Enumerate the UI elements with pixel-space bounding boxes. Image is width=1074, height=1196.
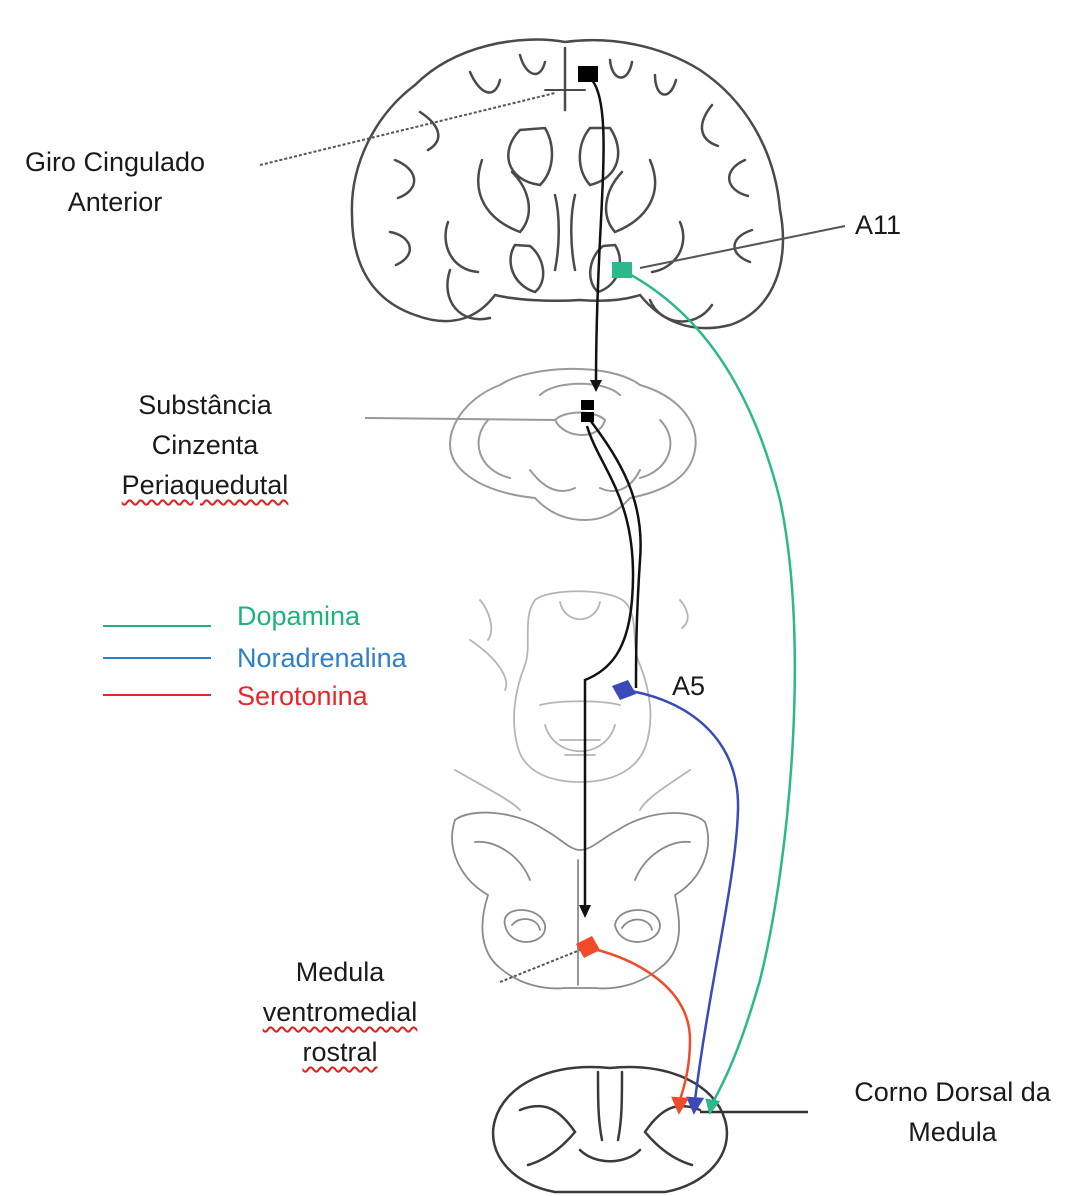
descending-arrowheads bbox=[579, 380, 602, 918]
a11-marker bbox=[612, 262, 632, 278]
label-pag-line2: Cinzenta bbox=[100, 425, 310, 465]
legend-line-dopamine bbox=[103, 625, 211, 627]
label-dorsal-horn: Corno Dorsal da Medula bbox=[835, 1072, 1070, 1152]
label-rvm: Medula ventromedial rostral bbox=[230, 952, 450, 1072]
acc-marker bbox=[578, 66, 598, 82]
legend-label-dopamine: Dopamina bbox=[237, 598, 360, 634]
label-anterior-cingulate-line1: Giro Cingulado bbox=[5, 142, 225, 182]
label-pag-line3: Periaquedutal bbox=[122, 470, 289, 500]
label-a5: A5 bbox=[672, 666, 705, 706]
pag-marker-upper bbox=[581, 400, 594, 410]
spinal-cord-section bbox=[493, 1067, 727, 1192]
pag-marker-lower bbox=[581, 412, 594, 422]
label-rvm-line1: Medula bbox=[230, 952, 450, 992]
label-dorsal-horn-line2: Medula bbox=[835, 1112, 1070, 1152]
legend-label-noradrenaline: Noradrenalina bbox=[237, 640, 407, 676]
label-dorsal-horn-line1: Corno Dorsal da bbox=[835, 1072, 1070, 1112]
label-rvm-line3: rostral bbox=[302, 1037, 377, 1067]
brain-coronal-section bbox=[352, 40, 783, 329]
legend-label-serotonin: Serotonina bbox=[237, 678, 368, 714]
a5-marker bbox=[612, 680, 636, 700]
pons-section bbox=[455, 591, 690, 810]
label-pag: Substância Cinzenta Periaquedutal bbox=[100, 385, 310, 505]
label-anterior-cingulate-line2: Anterior bbox=[5, 182, 225, 222]
label-a11: A11 bbox=[855, 205, 901, 245]
legend-line-serotonin bbox=[103, 694, 211, 696]
label-anterior-cingulate: Giro Cingulado Anterior bbox=[5, 142, 225, 222]
serotonin-path bbox=[590, 948, 690, 1112]
rvm-marker bbox=[576, 936, 600, 958]
medulla-section bbox=[452, 813, 708, 989]
label-pag-line1: Substância bbox=[100, 385, 310, 425]
legend-line-noradrenaline bbox=[103, 657, 211, 659]
label-rvm-line2: ventromedial bbox=[263, 997, 418, 1027]
midbrain-section bbox=[450, 369, 696, 520]
